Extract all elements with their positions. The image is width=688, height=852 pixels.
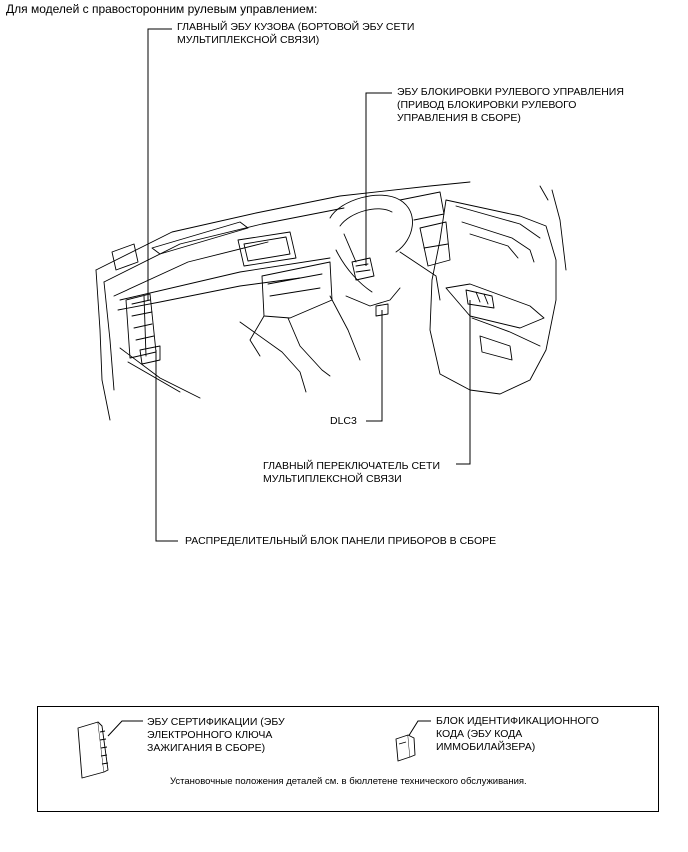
main-body-ecu-label: ГЛАВНЫЙ ЭБУ КУЗОВА (БОРТОВОЙ ЭБУ СЕТИ МУ…: [177, 21, 415, 46]
service-bulletin-note: Установочные положения деталей см. в бюл…: [170, 776, 527, 787]
certification-ecu-label: ЭБУ СЕРТИФИКАЦИИ (ЭБУ ЭЛЕКТРОННОГО КЛЮЧА…: [147, 716, 285, 754]
transponder-key-ecu-label: БЛОК ИДЕНТИФИКАЦИОННОГО КОДА (ЭБУ КОДА И…: [436, 715, 599, 753]
immobilizer-ecu-image: [395, 734, 416, 762]
steering-lock-ecu-label: ЭБУ БЛОКИРОВКИ РУЛЕВОГО УПРАВЛЕНИЯ (ПРИВ…: [397, 86, 624, 124]
instrument-panel-junction-block-label: РАСПРЕДЕЛИТЕЛЬНЫЙ БЛОК ПАНЕЛИ ПРИБОРОВ В…: [185, 535, 497, 547]
multiplex-network-switch-label: ГЛАВНЫЙ ПЕРЕКЛЮЧАТЕЛЬ СЕТИ МУЛЬТИПЛЕКСНО…: [263, 460, 441, 485]
legend-box: [37, 706, 659, 812]
certification-ecu-image: [77, 721, 109, 779]
dlc3-label: DLC3: [330, 415, 357, 427]
page-heading: Для моделей с правосторонним рулевым упр…: [6, 2, 318, 16]
